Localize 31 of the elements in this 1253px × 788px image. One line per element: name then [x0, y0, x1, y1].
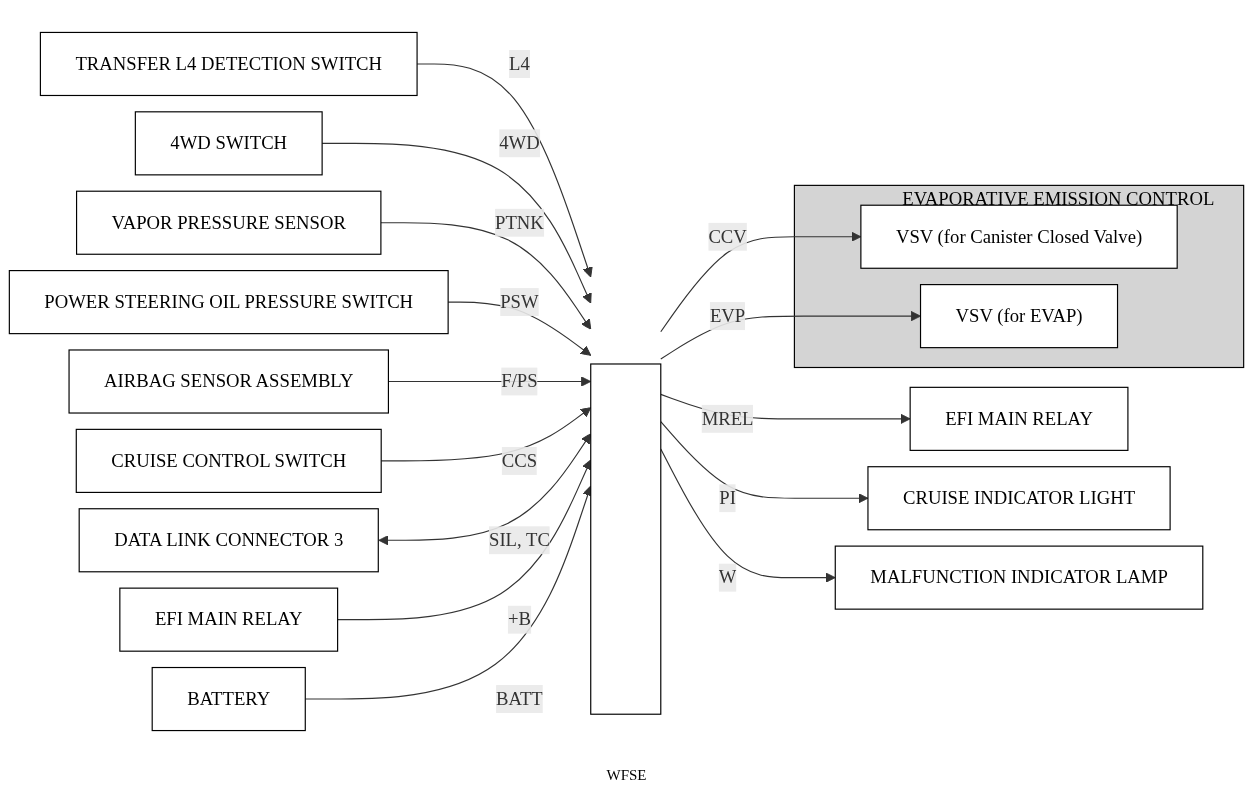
edge-label: MREL — [701, 408, 754, 429]
edge-label: BATT — [496, 688, 543, 709]
node-box: DATA LINK CONNECTOR 3 — [78, 508, 379, 573]
arrow — [380, 222, 592, 330]
edge-label: F/PS — [501, 370, 538, 391]
node-box — [590, 363, 662, 715]
node-box: VSV (for EVAP) — [919, 284, 1119, 349]
edge-label: 4WD — [499, 132, 540, 153]
edge-label: +B — [507, 609, 531, 629]
edge-label: PTNK — [495, 212, 544, 233]
node-box: VSV (for Canister Closed Valve) — [860, 204, 1178, 269]
node-box: MALFUNCTION INDICATOR LAMP — [834, 545, 1204, 610]
node-box: VAPOR PRESSURE SENSOR — [76, 190, 382, 255]
edge-label: PI — [719, 487, 736, 508]
node-box: POWER STEERING OIL PRESSURE SWITCH — [8, 270, 449, 335]
edge-label: PSW — [500, 291, 539, 312]
node-box: TRANSFER L4 DETECTION SWITCH — [39, 31, 418, 97]
node-box: CRUISE CONTROL SWITCH — [75, 428, 382, 493]
signal-name: WFSE — [606, 767, 647, 783]
node-box: 4WD SWITCH — [134, 111, 323, 176]
edge-label: CCV — [708, 226, 747, 247]
node-box: BATTERY — [151, 666, 306, 732]
node-box: CRUISE INDICATOR LIGHT — [867, 466, 1171, 531]
node-box: AIRBAG SENSOR ASSEMBLY — [68, 349, 389, 414]
edge-label: EVP — [709, 305, 746, 326]
edge-label: W — [718, 567, 737, 587]
node-box: EFI MAIN RELAY — [909, 386, 1129, 451]
node-box: EFI MAIN RELAY — [119, 587, 339, 652]
edge-label: L4 — [509, 53, 530, 74]
edge-label: CCS — [501, 450, 538, 471]
edge-label: SIL, TC — [488, 529, 550, 550]
